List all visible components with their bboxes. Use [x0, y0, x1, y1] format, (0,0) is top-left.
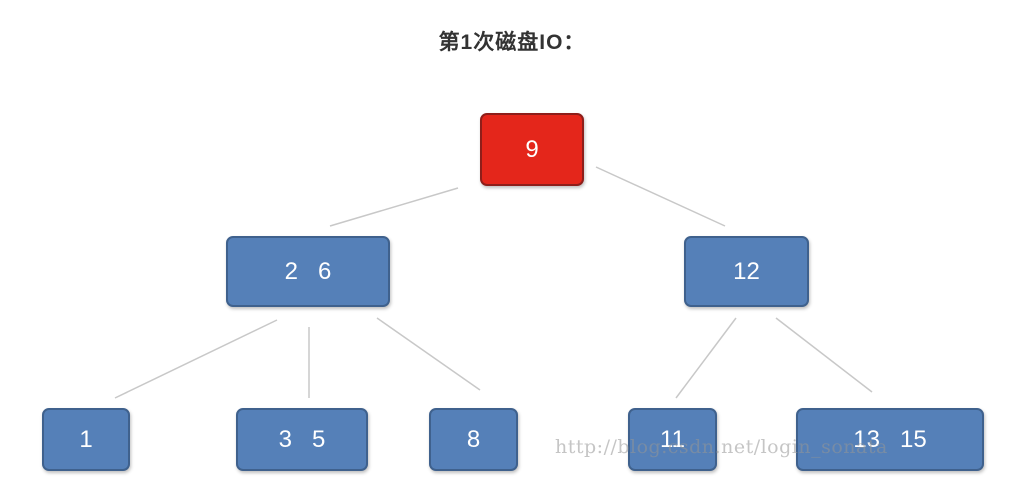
edge-26-to-1 — [114, 319, 278, 399]
node-key: 9 — [525, 135, 539, 163]
leaf-node-3-5: 3 5 — [236, 408, 368, 471]
edge-26-to-8 — [376, 317, 481, 391]
node-key: 3 — [278, 425, 292, 453]
node-key: 8 — [466, 425, 481, 453]
edge-root-left — [329, 187, 459, 227]
node-2-6: 2 6 — [226, 236, 390, 307]
node-12: 12 — [684, 236, 809, 307]
node-key: 11 — [660, 425, 685, 453]
node-key: 2 — [284, 257, 298, 285]
edge-12-to-1315 — [775, 317, 873, 393]
node-key: 12 — [733, 257, 760, 285]
node-key: 15 — [900, 425, 927, 453]
leaf-node-8: 8 — [429, 408, 518, 471]
watermark-text: http://blog.csdn.net/login_sonata — [555, 436, 888, 458]
node-key: 13 — [853, 425, 880, 453]
node-key: 6 — [318, 257, 332, 285]
node-key: 1 — [79, 425, 93, 453]
leaf-node-13-15: 13 15 — [796, 408, 984, 471]
leaf-node-1: 1 — [42, 408, 130, 471]
root-node: 9 — [480, 113, 584, 186]
edge-root-right — [595, 166, 726, 227]
leaf-node-11: 11 — [628, 408, 717, 471]
edge-12-to-11 — [675, 317, 737, 399]
node-key: 5 — [312, 425, 326, 453]
diagram-title: 第1次磁盘IO： — [438, 31, 586, 54]
